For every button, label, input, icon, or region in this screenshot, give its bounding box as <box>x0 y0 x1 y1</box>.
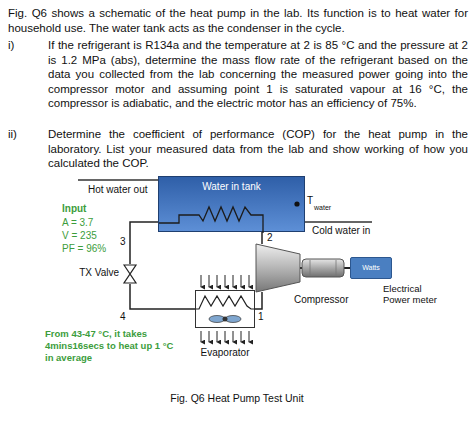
state-point: 4 <box>120 311 126 322</box>
fan <box>209 316 241 323</box>
question-text: Fig. Q6 shows a schematic of the heat pu… <box>8 6 468 35</box>
refrigerant-pipe <box>130 284 195 309</box>
condenser-coil <box>159 207 263 233</box>
hot-water-pipe <box>78 179 158 181</box>
input-heading: Input <box>62 203 86 214</box>
tx-valve-shape <box>123 264 137 284</box>
cold-water-pipe <box>305 221 372 223</box>
compressor-shape <box>256 244 300 292</box>
pipe-label: Cold water in <box>312 225 370 236</box>
refrigerant-pipe <box>261 232 263 244</box>
compressor: Compressor <box>256 244 300 292</box>
question-number: ii) <box>8 127 17 142</box>
evaporator-coil <box>195 296 255 309</box>
valve-symbol <box>124 265 136 283</box>
input-value: A = 3.7 <box>62 217 93 228</box>
state-point: 2 <box>267 232 273 243</box>
electric-motor <box>302 259 344 277</box>
compressor-body <box>256 244 300 292</box>
valve-heading: TX Valve <box>79 267 119 278</box>
temperature-subscript: water <box>314 204 331 211</box>
water-tank: Water in tank <box>158 176 305 232</box>
meter-display: Watts <box>362 264 380 271</box>
power-meter: WattsElectrical Power meter <box>350 257 392 279</box>
state-point: 1 <box>258 311 264 322</box>
question-text: Determine the coefficient of performance… <box>48 127 468 171</box>
evaporator: Evaporator <box>195 290 255 328</box>
test-note: From 43-47 °C, it takes 4mins16secs to h… <box>45 328 183 364</box>
refrigerant-pipe <box>130 222 158 264</box>
evaporator-heading: Evaporator <box>201 347 250 358</box>
temperature-probe <box>294 201 299 206</box>
question-text: If the refrigerant is R134a and the temp… <box>48 38 468 111</box>
temperature-symbol: T <box>307 195 313 206</box>
meter-heading: Electrical Power meter <box>383 283 447 305</box>
state-point: 3 <box>120 236 126 247</box>
pipe-label: Hot water out <box>88 184 147 195</box>
input-value: V = 235 <box>62 230 97 241</box>
input-value: PF = 96% <box>62 243 106 254</box>
figure-caption: Fig. Q6 Heat Pump Test Unit <box>0 392 474 404</box>
question-number: i) <box>8 38 14 53</box>
tx-valve: TX Valve <box>123 264 137 284</box>
evaporator-shape <box>195 290 255 328</box>
compressor-heading: Compressor <box>294 294 348 305</box>
tank-label: Water in tank <box>202 181 261 192</box>
refrigerant-pipe <box>255 292 262 309</box>
